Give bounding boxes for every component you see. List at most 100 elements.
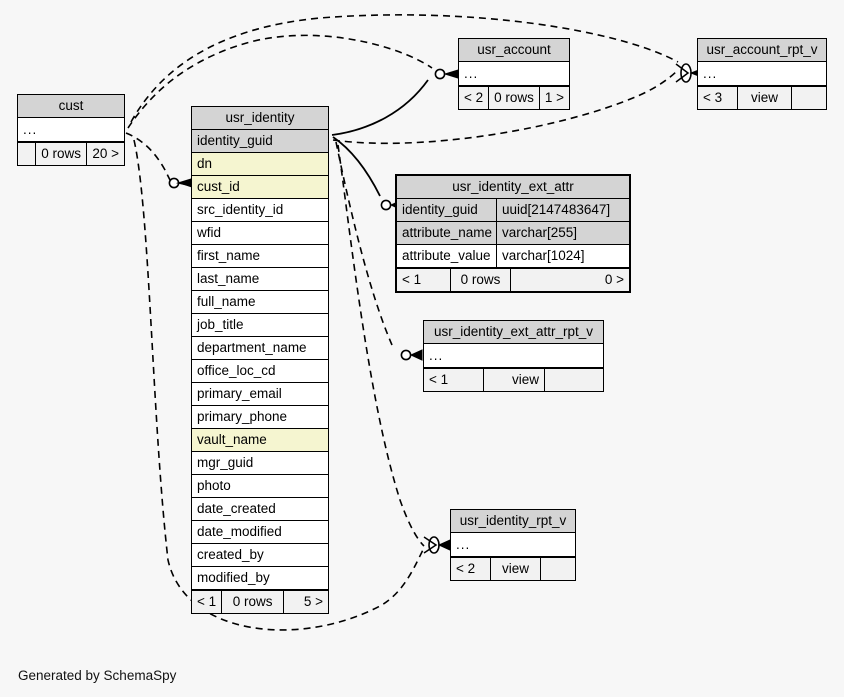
marker-usr-identity-cust-id bbox=[168, 177, 193, 189]
entity-title-usr-identity-ext-attr-rpt-v: usr_identity_ext_attr_rpt_v bbox=[424, 321, 603, 344]
column-row-first-name: first_name bbox=[192, 245, 328, 268]
column-name: full_name bbox=[197, 294, 256, 309]
column-name: src_identity_id bbox=[197, 202, 284, 217]
entity-usr-account-rpt-v[interactable]: usr_account_rpt_v ... < 3 view bbox=[697, 38, 827, 110]
generated-by-credit: Generated by SchemaSpy bbox=[18, 668, 177, 683]
footer-left[interactable]: < 3 bbox=[698, 87, 738, 109]
column-name: vault_name bbox=[197, 432, 267, 447]
entity-title-usr-identity: usr_identity bbox=[192, 107, 328, 130]
column-name: job_title bbox=[197, 317, 244, 332]
edge-usr-identity-to-ext-attr-rpt-v bbox=[335, 141, 393, 346]
column-row: ... bbox=[18, 118, 124, 142]
column-name: date_created bbox=[197, 501, 276, 516]
column-row-wfid: wfid bbox=[192, 222, 328, 245]
column-name: created_by bbox=[197, 547, 264, 562]
entity-usr-identity-ext-attr-rpt-v[interactable]: usr_identity_ext_attr_rpt_v ... < 1 view bbox=[423, 320, 604, 392]
column-name: ... bbox=[23, 122, 38, 137]
column-name: date_modified bbox=[197, 524, 282, 539]
column-name: photo bbox=[197, 478, 231, 493]
column-name: last_name bbox=[197, 271, 260, 286]
footer-right[interactable]: 20 > bbox=[92, 146, 119, 161]
footer-left[interactable]: < 2 bbox=[451, 558, 491, 580]
column-row: ... bbox=[459, 62, 569, 86]
column-row: ... bbox=[698, 62, 826, 86]
footer-left[interactable] bbox=[18, 143, 36, 165]
column-row-last-name: last_name bbox=[192, 268, 328, 291]
column-name: dn bbox=[197, 156, 213, 171]
column-row-cust-id: cust_id bbox=[192, 176, 328, 199]
column-row-primary-phone: primary_phone bbox=[192, 406, 328, 429]
entity-footer-usr-identity-ext-attr: < 1 0 rows 0 > bbox=[397, 268, 629, 291]
footer-right[interactable]: 1 > bbox=[544, 90, 565, 105]
footer-rows: 0 rows bbox=[36, 143, 88, 165]
column-name: identity_guid bbox=[197, 133, 273, 148]
column-name: wfid bbox=[197, 225, 222, 240]
column-name: modified_by bbox=[197, 570, 270, 585]
entity-usr-identity-ext-attr[interactable]: usr_identity_ext_attr identity_guid uuid… bbox=[395, 174, 631, 293]
column-name: ... bbox=[703, 66, 718, 81]
entity-title-usr-identity-rpt-v: usr_identity_rpt_v bbox=[451, 510, 575, 533]
entity-usr-identity-rpt-v[interactable]: usr_identity_rpt_v ... < 2 view bbox=[450, 509, 576, 581]
edge-usr-identity-to-ext-attr bbox=[332, 136, 381, 197]
column-name: mgr_guid bbox=[197, 455, 254, 470]
column-row-created-by: created_by bbox=[192, 544, 328, 567]
column-name: primary_email bbox=[197, 386, 282, 401]
footer-rows: 0 rows bbox=[489, 87, 540, 109]
entity-usr-identity[interactable]: usr_identity identity_guid dn cust_id sr… bbox=[191, 106, 329, 614]
marker-usr-account-left bbox=[434, 68, 459, 80]
footer-right[interactable]: 0 > bbox=[604, 272, 624, 287]
footer-right bbox=[545, 369, 603, 391]
entity-footer-usr-identity-rpt-v: < 2 view bbox=[451, 557, 575, 580]
column-type: uuid[2147483647] bbox=[496, 199, 629, 221]
footer-right bbox=[792, 87, 826, 109]
footer-left[interactable]: < 1 bbox=[192, 591, 223, 613]
entity-footer-usr-identity-ext-attr-rpt-v: < 1 view bbox=[424, 368, 603, 391]
column-row-src-identity-id: src_identity_id bbox=[192, 199, 328, 222]
column-name: primary_phone bbox=[197, 409, 288, 424]
marker-identity-rpt-v-left bbox=[423, 536, 451, 554]
column-row-primary-email: primary_email bbox=[192, 383, 328, 406]
column-row: ... bbox=[451, 533, 575, 557]
footer-rows: 0 rows bbox=[451, 269, 511, 291]
column-name: ... bbox=[464, 66, 479, 81]
column-name: cust_id bbox=[197, 179, 240, 194]
column-type: varchar[255] bbox=[496, 222, 629, 244]
footer-right bbox=[541, 558, 575, 580]
column-row-dn: dn bbox=[192, 153, 328, 176]
column-row-modified-by: modified_by bbox=[192, 567, 328, 590]
footer-left[interactable]: < 2 bbox=[459, 87, 490, 109]
entity-title-cust: cust bbox=[18, 95, 124, 118]
column-name: office_loc_cd bbox=[197, 363, 276, 378]
column-row-attribute-value: attribute_value varchar[1024] bbox=[397, 245, 629, 268]
column-row: ... bbox=[424, 344, 603, 368]
column-name: identity_guid bbox=[402, 202, 478, 217]
column-row-identity-guid: identity_guid bbox=[192, 130, 328, 153]
edge-cust-to-usr-identity bbox=[125, 132, 171, 181]
footer-left[interactable]: < 1 bbox=[424, 369, 484, 391]
column-name: department_name bbox=[197, 340, 307, 355]
footer-view: view bbox=[484, 369, 545, 391]
marker-ext-attr-rpt-v-left bbox=[400, 349, 423, 361]
column-row-job-title: job_title bbox=[192, 314, 328, 337]
entity-usr-account[interactable]: usr_account ... < 2 0 rows 1 > bbox=[458, 38, 570, 110]
column-row-vault-name: vault_name bbox=[192, 429, 328, 452]
column-row-attribute-name: attribute_name varchar[255] bbox=[397, 222, 629, 245]
column-name: attribute_value bbox=[402, 248, 491, 263]
column-name: first_name bbox=[197, 248, 261, 263]
footer-left[interactable]: < 1 bbox=[397, 269, 451, 291]
entity-title-usr-account: usr_account bbox=[459, 39, 569, 62]
column-row-date-created: date_created bbox=[192, 498, 328, 521]
column-row-identity-guid: identity_guid uuid[2147483647] bbox=[397, 199, 629, 222]
column-row-full-name: full_name bbox=[192, 291, 328, 314]
entity-cust[interactable]: cust ... 0 rows 20 > bbox=[17, 94, 125, 166]
entity-title-usr-identity-ext-attr: usr_identity_ext_attr bbox=[397, 176, 629, 199]
footer-right[interactable]: 5 > bbox=[303, 594, 323, 609]
column-name: ... bbox=[456, 537, 471, 552]
column-row-office-loc-cd: office_loc_cd bbox=[192, 360, 328, 383]
footer-view: view bbox=[491, 558, 541, 580]
column-name: attribute_name bbox=[402, 225, 493, 240]
entity-footer-usr-account-rpt-v: < 3 view bbox=[698, 86, 826, 109]
column-row-photo: photo bbox=[192, 475, 328, 498]
column-row-mgr-guid: mgr_guid bbox=[192, 452, 328, 475]
